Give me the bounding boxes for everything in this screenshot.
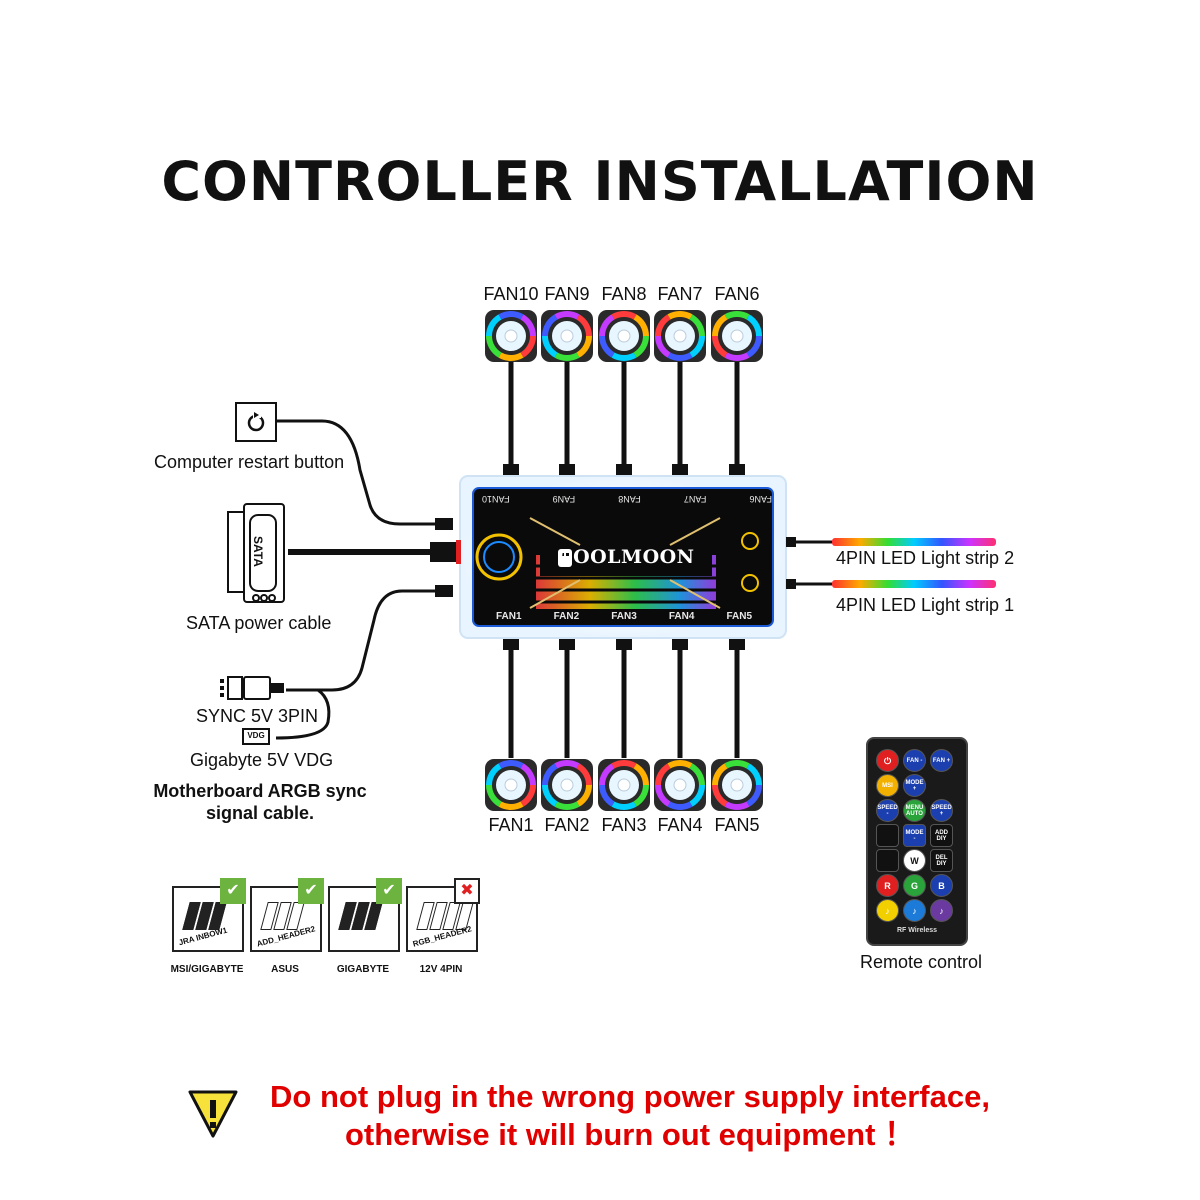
remote-button[interactable]: SPEED + bbox=[930, 799, 953, 822]
header-option: ADD_HEADER2✔ASUS bbox=[248, 878, 324, 978]
warning-line2: otherwise it will burn out equipment ！ bbox=[344, 1117, 916, 1152]
fan-label-top: FAN9 bbox=[544, 284, 590, 304]
port-label: FAN5 bbox=[726, 611, 752, 622]
remote-button[interactable]: MODE + bbox=[903, 774, 926, 797]
remote-button[interactable]: ♪ bbox=[930, 899, 953, 922]
remote-control-label: Remote control bbox=[860, 952, 983, 972]
top-fan-cables bbox=[508, 362, 740, 472]
remote-button[interactable] bbox=[876, 824, 899, 847]
port-label: FAN4 bbox=[668, 611, 695, 622]
vdg-plug-icon bbox=[242, 728, 270, 745]
remote-button[interactable]: MSI bbox=[876, 774, 899, 797]
warning-icon bbox=[188, 1090, 238, 1138]
remote-button[interactable]: FAN + bbox=[930, 749, 953, 772]
bottom-fan-cables bbox=[508, 640, 740, 758]
sync-3pin-plug-icon bbox=[220, 676, 284, 700]
check-icon: ✔ bbox=[298, 878, 324, 904]
header-option: RGB_HEADER2✖ 12V 4PIN bbox=[404, 878, 480, 978]
remote-button[interactable]: ⏻ bbox=[876, 749, 899, 772]
remote-button[interactable] bbox=[876, 849, 899, 872]
remote-button[interactable]: G bbox=[903, 874, 926, 897]
header-connector-icon: JRA INBOW1 bbox=[172, 886, 244, 952]
port-label: FAN8 bbox=[618, 494, 641, 504]
remote-button[interactable]: DEL DIY bbox=[930, 849, 953, 872]
fan-label-bottom: FAN4 bbox=[657, 815, 703, 835]
port-label: FAN3 bbox=[611, 611, 637, 622]
controller-bottom-port-labels: FAN1 FAN2 FAN3 FAN4 FAN5 bbox=[496, 611, 752, 622]
page-title: CONTROLLER INSTALLATION bbox=[161, 150, 1039, 213]
controller-brand: COOLMOON bbox=[557, 546, 695, 568]
gigabyte-vdg-label: Gigabyte 5V VDG bbox=[190, 750, 334, 770]
header-label: ASUS bbox=[271, 964, 299, 975]
check-icon: ✔ bbox=[376, 878, 402, 904]
port-label: FAN9 bbox=[552, 494, 576, 504]
remote-button[interactable]: MENU AUTO bbox=[903, 799, 926, 822]
fan-label-top: FAN8 bbox=[601, 284, 647, 304]
argb-label-line1: Motherboard ARGB sync bbox=[153, 781, 367, 801]
remote-button[interactable]: SPEED - bbox=[876, 799, 899, 822]
remote-button[interactable]: MODE - bbox=[903, 824, 926, 847]
vdg-tag: VDG bbox=[247, 731, 265, 740]
remote-button[interactable]: ♪ bbox=[903, 899, 926, 922]
argb-cable-label: Motherboard ARGB sync signal cable. bbox=[140, 780, 380, 824]
remote-button[interactable]: W bbox=[903, 849, 926, 872]
restart-cable bbox=[276, 419, 438, 526]
remote-button[interactable]: ADD DIY bbox=[930, 824, 953, 847]
led-strip-2 bbox=[832, 538, 996, 546]
remote-button[interactable]: B bbox=[930, 874, 953, 897]
fan-label-bottom: FAN2 bbox=[544, 815, 590, 835]
port-label: FAN7 bbox=[683, 494, 707, 504]
restart-button-label: Computer restart button bbox=[154, 452, 345, 472]
remote-button[interactable]: R bbox=[876, 874, 899, 897]
led-strip-2-label: 4PIN LED Light strip 2 bbox=[836, 548, 1015, 568]
sata-plug-text: SATA bbox=[251, 536, 265, 567]
restart-button-icon bbox=[235, 402, 277, 442]
fan-label-bottom: FAN3 bbox=[601, 815, 647, 835]
remote-button[interactable]: ♪ bbox=[876, 899, 899, 922]
fan-label-top: FAN6 bbox=[714, 284, 760, 304]
led-strip-1-label: 4PIN LED Light strip 1 bbox=[836, 595, 1015, 615]
header-label: 12V 4PIN bbox=[419, 964, 463, 975]
fan-label-bottom: FAN1 bbox=[488, 815, 534, 835]
fan-label-top: FAN10 bbox=[483, 284, 539, 304]
fan-label-top: FAN7 bbox=[657, 284, 703, 304]
header-label: GIGABYTE bbox=[336, 964, 390, 975]
argb-cable bbox=[286, 589, 438, 692]
controller-hub bbox=[459, 475, 787, 639]
argb-label-line2: signal cable. bbox=[205, 803, 315, 823]
led-strip-1 bbox=[832, 580, 996, 588]
warning-message: Do not plug in the wrong power supply in… bbox=[180, 1078, 1080, 1154]
remote-footer: RF Wireless bbox=[896, 927, 937, 934]
remote-button[interactable]: FAN - bbox=[903, 749, 926, 772]
port-label: FAN1 bbox=[496, 611, 522, 622]
sata-plug-icon bbox=[227, 503, 285, 603]
port-label: FAN10 bbox=[482, 494, 510, 504]
warning-line1: Do not plug in the wrong power supply in… bbox=[270, 1079, 990, 1114]
header-option: JRA INBOW1✔ MSI/GIGABYTE bbox=[170, 878, 246, 978]
port-label: FAN6 bbox=[749, 494, 772, 504]
cross-icon: ✖ bbox=[454, 878, 480, 904]
header-option: ✔ GIGABYTE bbox=[326, 878, 402, 978]
fan-label-bottom: FAN5 bbox=[714, 815, 760, 835]
header-connector-icon: RGB_HEADER2 bbox=[406, 886, 478, 952]
sata-cable-label: SATA power cable bbox=[186, 613, 332, 633]
port-label: FAN2 bbox=[553, 611, 580, 622]
header-label: MSI/GIGABYTE bbox=[170, 964, 244, 975]
controller-top-port-labels: FAN6 FAN7 FAN8 FAN9 FAN10 bbox=[482, 494, 772, 504]
check-icon: ✔ bbox=[220, 878, 246, 904]
sync-3pin-label: SYNC 5V 3PIN bbox=[196, 706, 319, 726]
